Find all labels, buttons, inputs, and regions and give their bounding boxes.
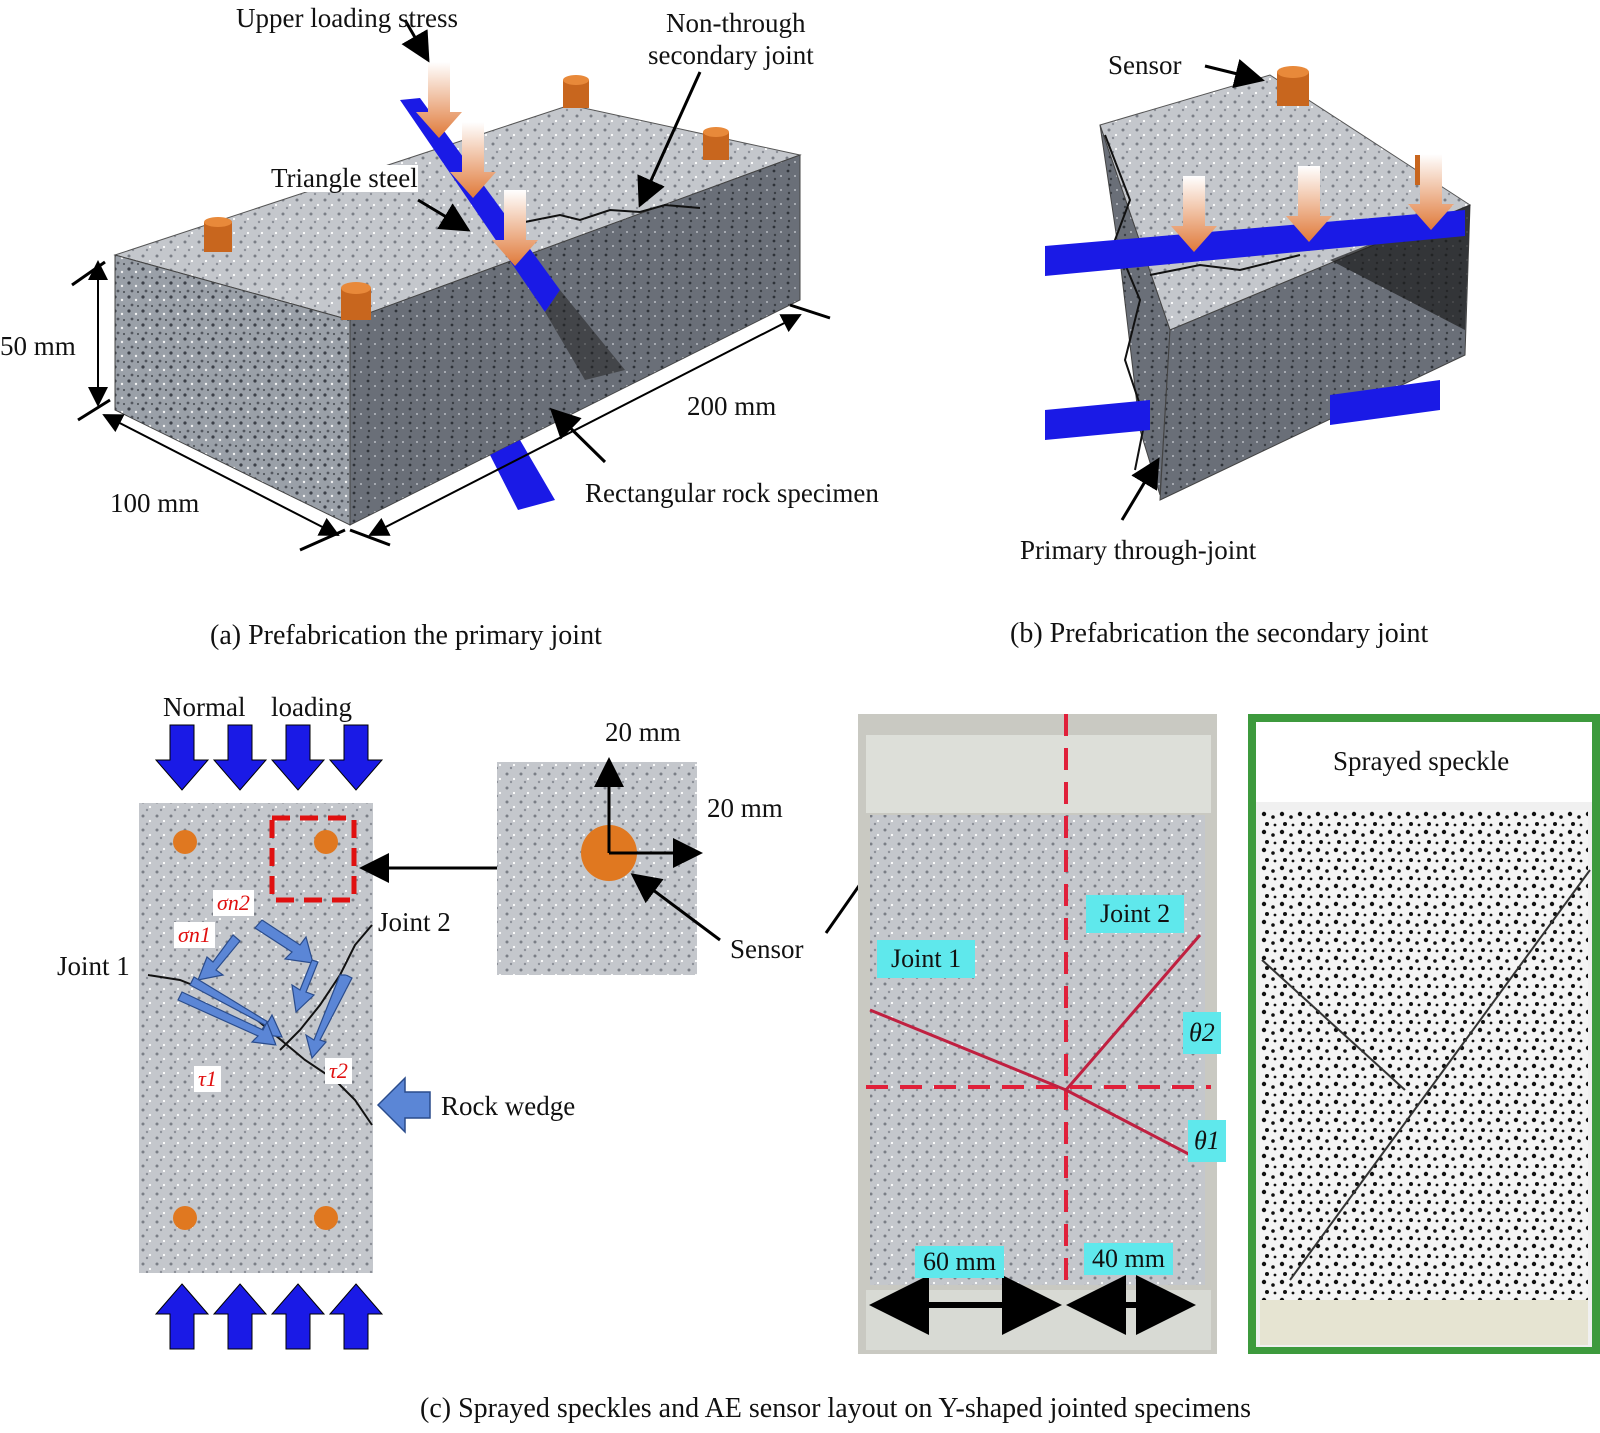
label-non-through-line2: secondary joint [648,40,814,70]
panel-c-photo-speckle [1248,714,1600,1354]
label-upper-loading-stress: Upper loading stress [236,3,458,33]
label-rock-wedge: Rock wedge [441,1091,576,1121]
panel-c-inset [497,757,900,975]
caption-a: (a) Prefabrication the primary joint [210,620,602,651]
label-dim-50mm: 50 mm [0,331,76,361]
tag-photo-joint1: Joint 1 [877,940,976,978]
label-sensor-c: Sensor [730,934,804,964]
caption-b: (b) Prefabrication the secondary joint [1010,618,1429,649]
label-primary-through-joint: Primary through-joint [1020,535,1257,565]
tag-photo-joint2: Joint 2 [1086,895,1185,933]
label-inset-20mm-horizontal: 20 mm [707,793,783,823]
label-dim-200mm: 200 mm [687,391,777,421]
tag-dim-60mm: 60 mm [915,1246,1004,1278]
label-rectangular-specimen: Rectangular rock specimen [585,478,879,508]
label-tau1: τ1 [194,1066,221,1092]
label-sigma-n1: σn1 [174,922,215,948]
label-dim-100mm: 100 mm [110,488,200,518]
panel-b-specimen [1045,58,1472,521]
label-non-through-line1: Non-through [666,8,806,38]
label-normal: Normal [163,692,246,722]
panel-a-load-arrows [416,62,538,266]
label-triangle-steel: Triangle steel [271,163,418,193]
label-joint2: Joint 2 [378,907,451,937]
label-sigma-n2: σn2 [213,890,254,916]
caption-c: (c) Sprayed speckles and AE sensor layou… [420,1393,1251,1424]
panel-a-specimen [71,19,831,552]
tag-theta2: θ2 [1183,1012,1221,1054]
label-inset-20mm-vertical: 20 mm [605,717,681,747]
tag-theta1: θ1 [1188,1120,1226,1162]
label-sensor-b: Sensor [1108,50,1182,80]
label-sprayed-speckle: Sprayed speckle [1333,746,1510,776]
panel-c-schematic [139,724,497,1350]
label-loading: loading [271,692,352,722]
panel-a-sensors [204,75,729,320]
label-tau2: τ2 [325,1058,352,1084]
tag-dim-40mm: 40 mm [1084,1243,1173,1275]
label-joint1: Joint 1 [57,951,130,981]
